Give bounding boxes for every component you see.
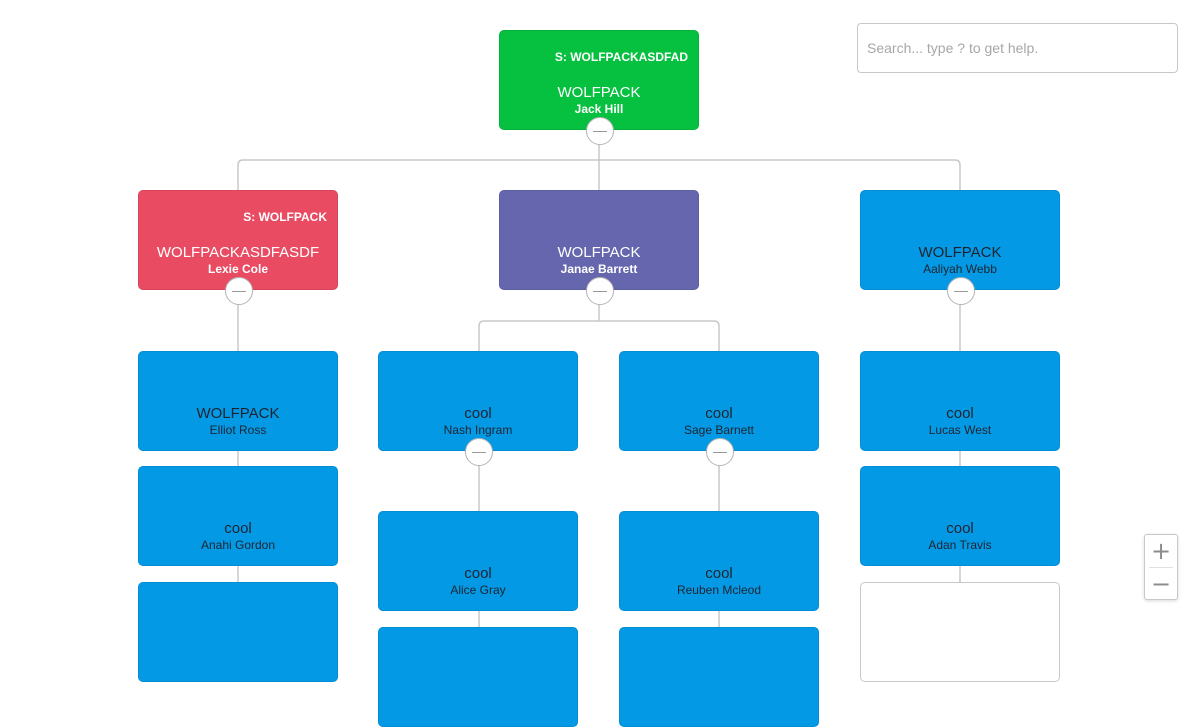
node-name: Anahi Gordon — [200, 538, 276, 552]
collapse-button[interactable] — [225, 277, 253, 305]
collapse-button[interactable] — [586, 117, 614, 145]
zoom-in-button[interactable]: + — [1145, 535, 1177, 567]
node-reuben-mcleod[interactable]: cool Reuben Mcleod — [619, 511, 819, 611]
collapse-button[interactable] — [465, 438, 493, 466]
node-nash-ingram[interactable]: cool Nash Ingram — [378, 351, 578, 466]
node-subtitle: S: WOLFPACK — [243, 210, 327, 224]
node-jack-hill[interactable]: S: WOLFPACKASDFAD WOLFPACK Jack Hill — [499, 30, 699, 145]
node-elliot-ross[interactable]: WOLFPACK Elliot Ross — [138, 351, 338, 451]
node-anahi-gordon[interactable]: cool Anahi Gordon — [138, 466, 338, 566]
node-lucas-west[interactable]: cool Lucas West — [860, 351, 1060, 451]
node-name: Elliot Ross — [209, 423, 267, 437]
zoom-controls: + − — [1144, 534, 1178, 600]
node-title: cool — [705, 565, 733, 582]
node-partial[interactable] — [619, 627, 819, 727]
node-title: WOLFPACK — [196, 405, 280, 422]
node-title: cool — [946, 520, 974, 537]
node-title: WOLFPACK — [557, 244, 641, 261]
node-title: WOLFPACK — [557, 84, 641, 101]
collapse-button[interactable] — [586, 277, 614, 305]
node-name: Lucas West — [928, 423, 992, 437]
zoom-out-button[interactable]: − — [1145, 568, 1177, 600]
node-name: Adan Travis — [928, 538, 992, 552]
node-name: Aaliyah Webb — [923, 262, 997, 276]
connector-line — [478, 320, 720, 351]
zoom-divider — [1149, 567, 1173, 568]
node-title: cool — [464, 565, 492, 582]
node-subtitle: S: WOLFPACKASDFAD — [554, 50, 688, 64]
node-alice-gray[interactable]: cool Alice Gray — [378, 511, 578, 611]
node-partial[interactable] — [378, 627, 578, 727]
node-title: cool — [946, 405, 974, 422]
node-title: cool — [224, 520, 252, 537]
node-partial-empty[interactable] — [860, 582, 1060, 682]
node-sage-barnett[interactable]: cool Sage Barnett — [619, 351, 819, 466]
node-name: Jack Hill — [574, 102, 624, 116]
node-adan-travis[interactable]: cool Adan Travis — [860, 466, 1060, 566]
node-title: cool — [464, 405, 492, 422]
node-name: Alice Gray — [450, 583, 506, 597]
collapse-button[interactable] — [706, 438, 734, 466]
node-janae-barrett[interactable]: WOLFPACK Janae Barrett — [499, 190, 699, 305]
node-aaliyah-webb[interactable]: WOLFPACK Aaliyah Webb — [860, 190, 1060, 305]
node-title: cool — [705, 405, 733, 422]
search-input[interactable] — [857, 23, 1178, 73]
node-name: Lexie Cole — [207, 262, 269, 276]
node-lexie-cole[interactable]: S: WOLFPACK WOLFPACKASDFASDF Lexie Cole — [138, 190, 338, 305]
node-name: Reuben Mcleod — [676, 583, 762, 597]
collapse-button[interactable] — [947, 277, 975, 305]
node-partial[interactable] — [138, 582, 338, 682]
node-name: Sage Barnett — [683, 423, 755, 437]
node-name: Janae Barrett — [560, 262, 638, 276]
node-name: Nash Ingram — [443, 423, 513, 437]
node-title: WOLFPACKASDFASDF — [156, 244, 320, 261]
node-title: WOLFPACK — [918, 244, 1002, 261]
